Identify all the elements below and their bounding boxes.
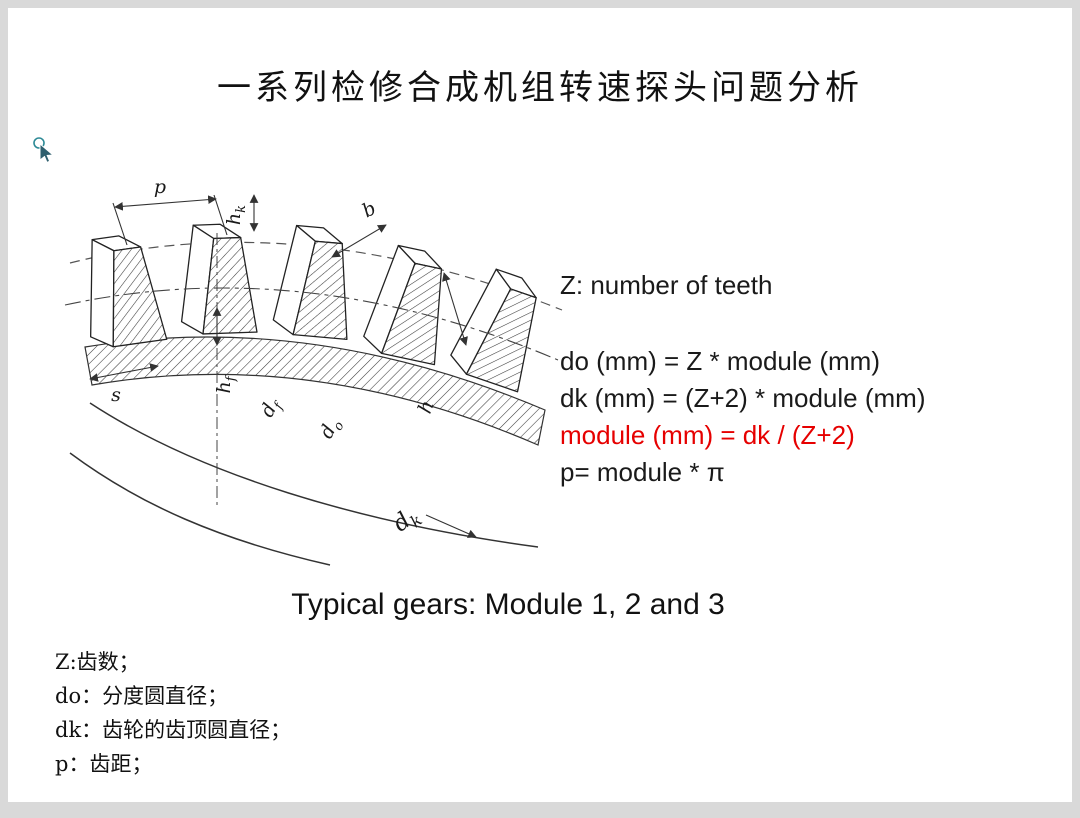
- gear-inner-arc: [89, 402, 539, 548]
- glossary: Z:齿数； do：分度圆直径； dk：齿轮的齿顶圆直径； p：齿距；: [55, 645, 291, 781]
- formula-module: module (mm) = dk / (Z+2): [560, 420, 855, 450]
- gear-tooth: [272, 224, 348, 341]
- label-dk: dk: [388, 502, 426, 541]
- label-s: s: [111, 384, 121, 406]
- gear-tooth: [180, 223, 258, 335]
- glossary-item-dk: dk：齿轮的齿顶圆直径；: [55, 718, 292, 742]
- cursor-icon: [32, 136, 56, 169]
- glossary-item-z: Z:齿数；: [55, 650, 140, 674]
- glossary-item-p: p：齿距；: [55, 752, 153, 776]
- label-b: b: [359, 197, 380, 222]
- slide-page: 一系列检修合成机组转速探头问题分析: [8, 8, 1072, 802]
- subtitle: Typical gears: Module 1, 2 and 3: [291, 588, 725, 621]
- formula-do: do (mm) = Z * module (mm): [560, 346, 880, 376]
- glossary-item-do: do：分度圆直径；: [55, 684, 229, 708]
- pitch-circle-arc: [64, 287, 559, 361]
- formula-p: p= module * π: [560, 457, 725, 487]
- gear-tooth: [450, 268, 537, 393]
- gear-diagram-svg: p hk b s hf df do h dk: [64, 176, 563, 566]
- label-df: df: [256, 394, 288, 423]
- formula-dk: dk (mm) = (Z+2) * module (mm): [560, 383, 926, 413]
- label-hf: hf: [213, 374, 239, 393]
- label-do: do: [315, 414, 347, 444]
- formula-block: Z: number of teeth do (mm) = Z * module …: [560, 270, 1040, 491]
- label-hk: hk: [223, 205, 249, 225]
- gear-rim-band: [84, 336, 546, 446]
- gear-inner-arc-2: [69, 452, 331, 566]
- label-p: p: [154, 176, 166, 198]
- gear-tooth: [90, 235, 168, 348]
- gear-tooth: [363, 244, 443, 366]
- gear-diagram: p hk b s hf df do h dk: [30, 175, 570, 575]
- teeth-definition: Z: number of teeth: [560, 270, 773, 300]
- dimension-lines: [89, 194, 477, 538]
- page-title: 一系列检修合成机组转速探头问题分析: [217, 68, 863, 108]
